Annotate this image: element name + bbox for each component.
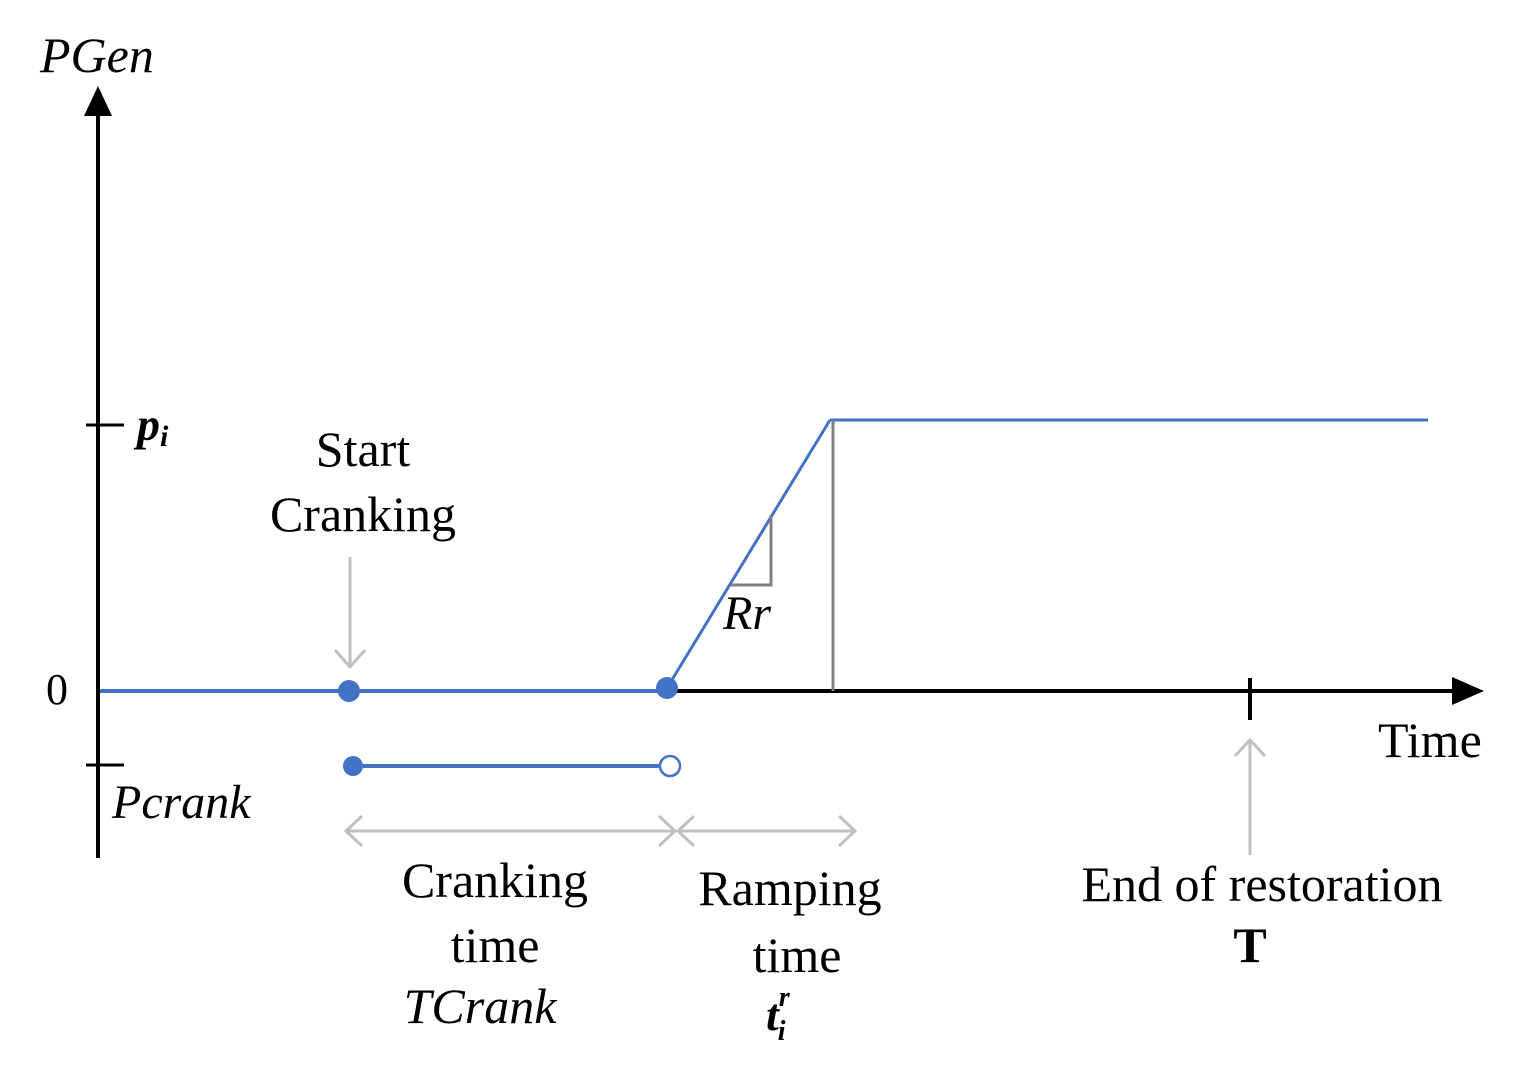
x-axis-arrowhead [1452, 677, 1484, 705]
y-axis-arrowhead [84, 86, 112, 116]
ramp-rate-triangle [731, 515, 773, 587]
start-cranking-line2: Cranking [270, 486, 456, 542]
ramping-time-arrow-left [675, 814, 696, 848]
end-restoration-line2: T [1233, 917, 1266, 973]
ramping-time-line1: Ramping [698, 860, 881, 916]
end-restoration-line1: End of restoration [1081, 856, 1442, 912]
start-cranking-point [338, 680, 360, 702]
y-axis-label: PGen [39, 27, 154, 83]
end-restoration-arrow-head [1233, 737, 1267, 758]
cranking-end-open-point [658, 754, 682, 778]
p-i-sub: i [160, 420, 169, 453]
zero-label: 0 [46, 665, 68, 714]
p-i-label: pi [133, 399, 169, 453]
p-i-main: p [133, 399, 160, 450]
pcrank-label: Pcrank [111, 776, 252, 829]
x-axis-label: Time [1378, 712, 1482, 768]
cranking-time-arrow-right [657, 814, 678, 848]
start-cranking-line1: Start [316, 421, 411, 477]
ramp-start-point [656, 677, 678, 699]
ramping-time-arrow-right [837, 814, 858, 848]
cranking-time-line2: time [451, 917, 540, 973]
ramp-rate-label: Rr [722, 587, 771, 640]
cranking-time-arrow-left [343, 814, 364, 848]
power-ramp-segment [665, 419, 832, 689]
cranking-time-line1: Cranking [402, 852, 588, 908]
ramping-sym-sub: i [778, 1016, 786, 1047]
ramping-time-line2: time [753, 927, 842, 983]
cranking-time-line3: TCrank [404, 978, 558, 1034]
cranking-start-point [343, 756, 363, 776]
ramping-sym-main: t [766, 989, 780, 1040]
start-cranking-arrow-head [333, 649, 367, 670]
ramping-sym-sup: r [779, 982, 791, 1013]
